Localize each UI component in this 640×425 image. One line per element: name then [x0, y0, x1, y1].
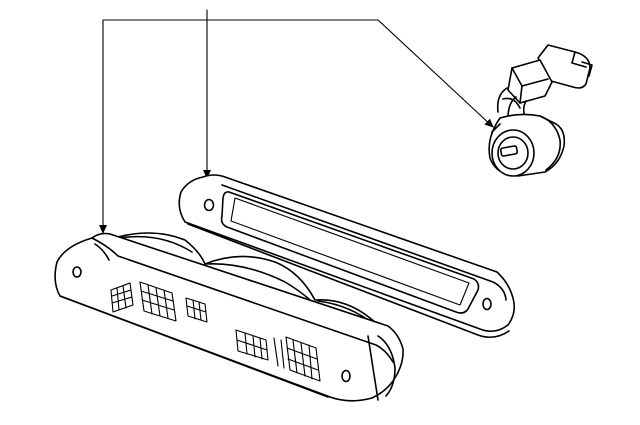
- callout-line-socket: [206, 19, 494, 128]
- socket-icon: [488, 44, 593, 177]
- callout-lines: [99, 9, 494, 234]
- lamp-icon: [54, 232, 404, 402]
- callout-line-lens: [99, 19, 208, 234]
- gasket-icon: [178, 174, 515, 339]
